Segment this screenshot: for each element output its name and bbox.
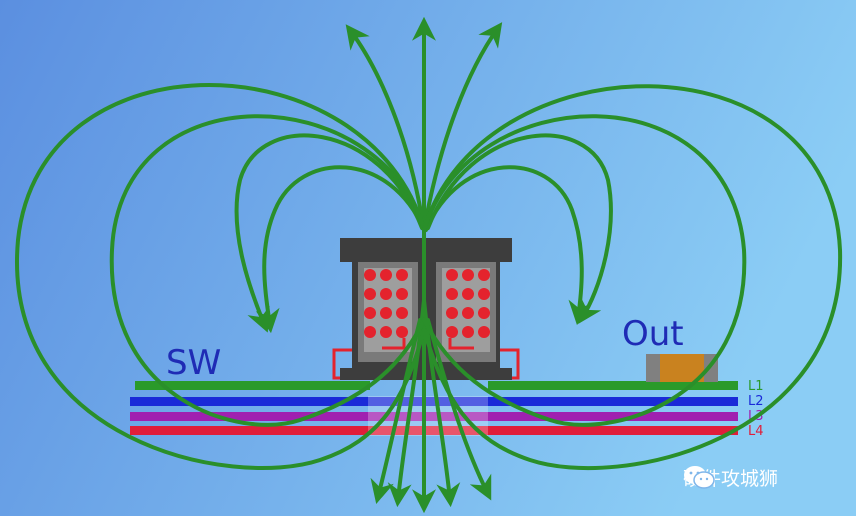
inductor (332, 238, 520, 380)
field-line-down-right2 (426, 318, 492, 501)
layer-l4 (130, 426, 738, 435)
sw-label: SW (166, 343, 221, 383)
field-line-left-loop2 (234, 133, 424, 333)
layer-l1-right (488, 381, 738, 390)
field-line-up-right (422, 22, 503, 232)
layer-l2 (130, 397, 738, 406)
layer-labels: L1 L2 L3 L4 (748, 379, 764, 439)
field-line-right-loop1 (424, 165, 593, 326)
layer-label-l1: L1 (748, 379, 764, 394)
field-line-right-mid (422, 114, 747, 427)
field-lines (15, 16, 843, 514)
winding-lead-right (448, 338, 474, 350)
winding-right (446, 269, 490, 338)
winding-lead-left (382, 338, 406, 350)
field-line-left-loop1 (255, 165, 426, 334)
field-line-up-left (345, 24, 426, 232)
field-line-right-loop2 (426, 133, 613, 325)
layer-label-l4: L4 (748, 424, 764, 439)
field-line-left-outer (15, 83, 426, 471)
field-line-down-left2 (370, 318, 422, 504)
wechat-icon (684, 466, 715, 489)
output-capacitor (646, 354, 718, 382)
layer-label-l2: L2 (748, 394, 764, 409)
winding-left (364, 269, 408, 338)
field-line-left-mid (109, 114, 426, 427)
watermark: 硬件攻城狮 (683, 464, 778, 491)
out-label: Out (622, 314, 684, 354)
layer-l3 (130, 412, 738, 421)
field-line-right-outer (422, 84, 843, 471)
layer-l1-left (135, 381, 370, 390)
